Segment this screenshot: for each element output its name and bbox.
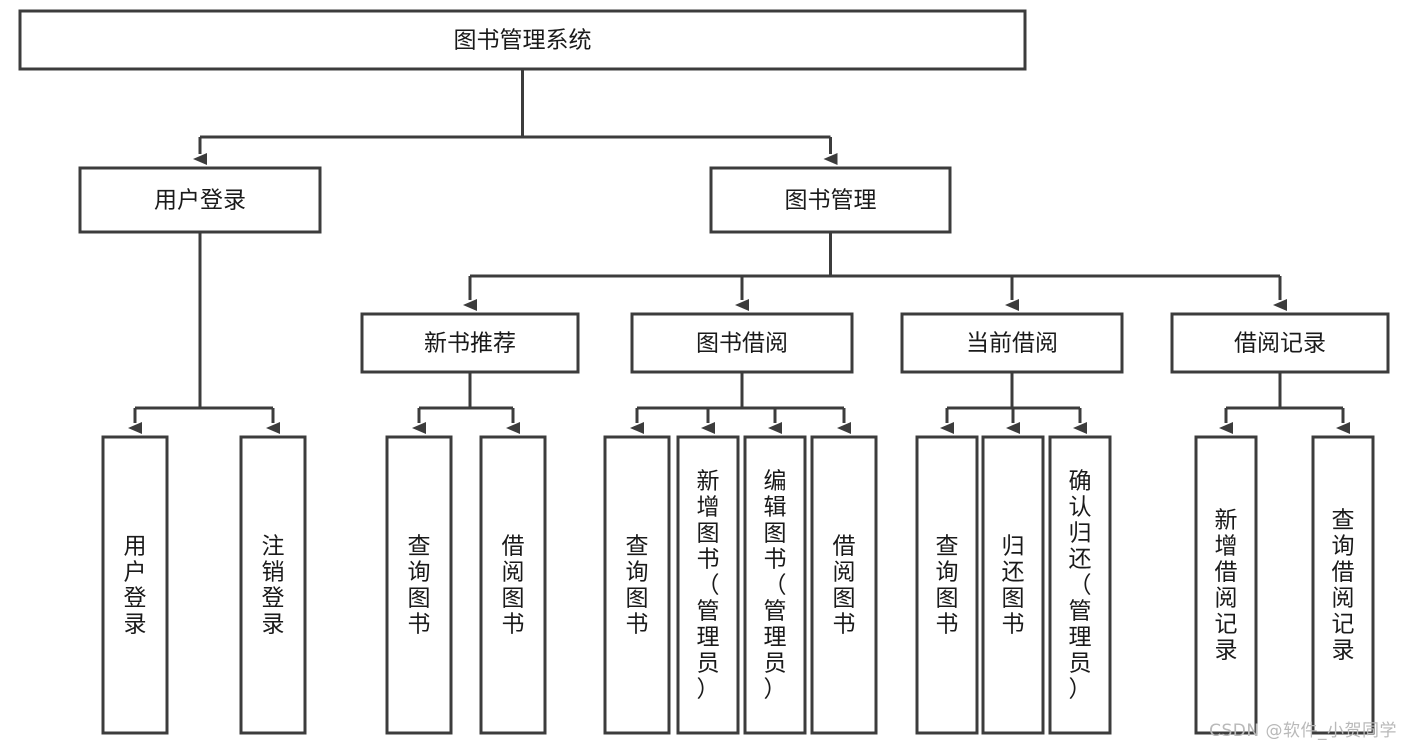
node-leaf-图书借阅-2-label: 编辑图书（管理员） [764, 468, 787, 702]
node-leaf-借阅记录-0-rect [1194, 435, 1258, 735]
node-leaf-图书借阅-1-rect [676, 435, 740, 735]
node-level3-1-rect [630, 312, 854, 374]
node-leaf-图书借阅-3-rect [810, 435, 878, 735]
node-leaf-图书借阅-0-label: 查询图书 [626, 533, 649, 637]
node-level2-1[interactable]: 图书管理 [709, 166, 952, 234]
node-level3-2-label: 当前借阅 [966, 331, 1058, 357]
node-leaf-图书借阅-2[interactable]: 编辑图书（管理员） [743, 435, 807, 735]
node-level3-0[interactable]: 新书推荐 [360, 312, 580, 374]
node-level2-0-label: 用户登录 [154, 188, 246, 214]
node-leaf-当前借阅-0-rect [915, 435, 979, 735]
node-leaf-当前借阅-1-label: 归还图书 [1002, 533, 1025, 637]
connector-lines [128, 69, 1350, 434]
node-leaf-用户登录-1-label: 注销登录 [262, 533, 285, 637]
node-leaf-图书借阅-0[interactable]: 查询图书 [603, 435, 671, 735]
node-level3-1[interactable]: 图书借阅 [630, 312, 854, 374]
node-leaf-当前借阅-1-rect [981, 435, 1045, 735]
node-leaf-用户登录-1-rect [239, 435, 307, 735]
node-level3-0-label: 新书推荐 [424, 331, 516, 357]
node-leaf-图书借阅-1-label: 新增图书（管理员） [697, 468, 720, 702]
csdn-watermark: CSDN @软件_小贺同学 [1209, 721, 1397, 741]
node-leaf-图书借阅-0-rect [603, 435, 671, 735]
node-leaf-用户登录-1[interactable]: 注销登录 [239, 435, 307, 735]
node-leaf-当前借阅-2-label: 确认归还（管理员） [1069, 468, 1092, 702]
node-leaf-图书借阅-3[interactable]: 借阅图书 [810, 435, 878, 735]
node-level3-2[interactable]: 当前借阅 [900, 312, 1124, 374]
node-leaf-借阅记录-0-label: 新增借阅记录 [1215, 507, 1238, 663]
node-leaf-用户登录-0[interactable]: 用户登录 [101, 435, 169, 735]
node-leaf-当前借阅-1[interactable]: 归还图书 [981, 435, 1045, 735]
node-leaf-当前借阅-0-label: 查询图书 [936, 533, 959, 637]
node-root-book-management-system-label: 图书管理系统 [454, 28, 592, 54]
node-leaf-新书推荐-0-rect [385, 435, 453, 735]
node-level3-3[interactable]: 借阅记录 [1170, 312, 1390, 374]
node-level3-1-label: 图书借阅 [696, 331, 788, 357]
node-level2-1-rect [709, 166, 952, 234]
node-level3-0-rect [360, 312, 580, 374]
node-root-book-management-system-rect [18, 9, 1027, 71]
node-leaf-新书推荐-1[interactable]: 借阅图书 [479, 435, 547, 735]
node-leaf-图书借阅-1[interactable]: 新增图书（管理员） [676, 435, 740, 735]
node-boxes: 图书管理系统用户登录图书管理新书推荐图书借阅当前借阅借阅记录用户登录注销登录查询… [18, 9, 1390, 735]
node-leaf-借阅记录-1-label: 查询借阅记录 [1332, 507, 1355, 663]
node-leaf-新书推荐-0-label: 查询图书 [408, 533, 431, 637]
node-leaf-新书推荐-0[interactable]: 查询图书 [385, 435, 453, 735]
node-leaf-借阅记录-1[interactable]: 查询借阅记录 [1311, 435, 1375, 735]
node-leaf-借阅记录-0[interactable]: 新增借阅记录 [1194, 435, 1258, 735]
node-leaf-新书推荐-1-rect [479, 435, 547, 735]
node-level3-3-rect [1170, 312, 1390, 374]
node-leaf-用户登录-0-rect [101, 435, 169, 735]
node-root-book-management-system[interactable]: 图书管理系统 [18, 9, 1027, 71]
node-leaf-当前借阅-0[interactable]: 查询图书 [915, 435, 979, 735]
node-leaf-借阅记录-1-rect [1311, 435, 1375, 735]
node-level2-1-label: 图书管理 [785, 188, 877, 214]
node-leaf-图书借阅-3-label: 借阅图书 [833, 533, 856, 637]
node-leaf-新书推荐-1-label: 借阅图书 [502, 533, 525, 637]
node-leaf-当前借阅-2-rect [1048, 435, 1112, 735]
node-leaf-当前借阅-2[interactable]: 确认归还（管理员） [1048, 435, 1112, 735]
node-level3-2-rect [900, 312, 1124, 374]
node-level2-0-rect [78, 166, 322, 234]
node-level2-0[interactable]: 用户登录 [78, 166, 322, 234]
node-leaf-图书借阅-2-rect [743, 435, 807, 735]
node-level3-3-label: 借阅记录 [1234, 331, 1326, 357]
node-leaf-用户登录-0-label: 用户登录 [124, 533, 147, 637]
